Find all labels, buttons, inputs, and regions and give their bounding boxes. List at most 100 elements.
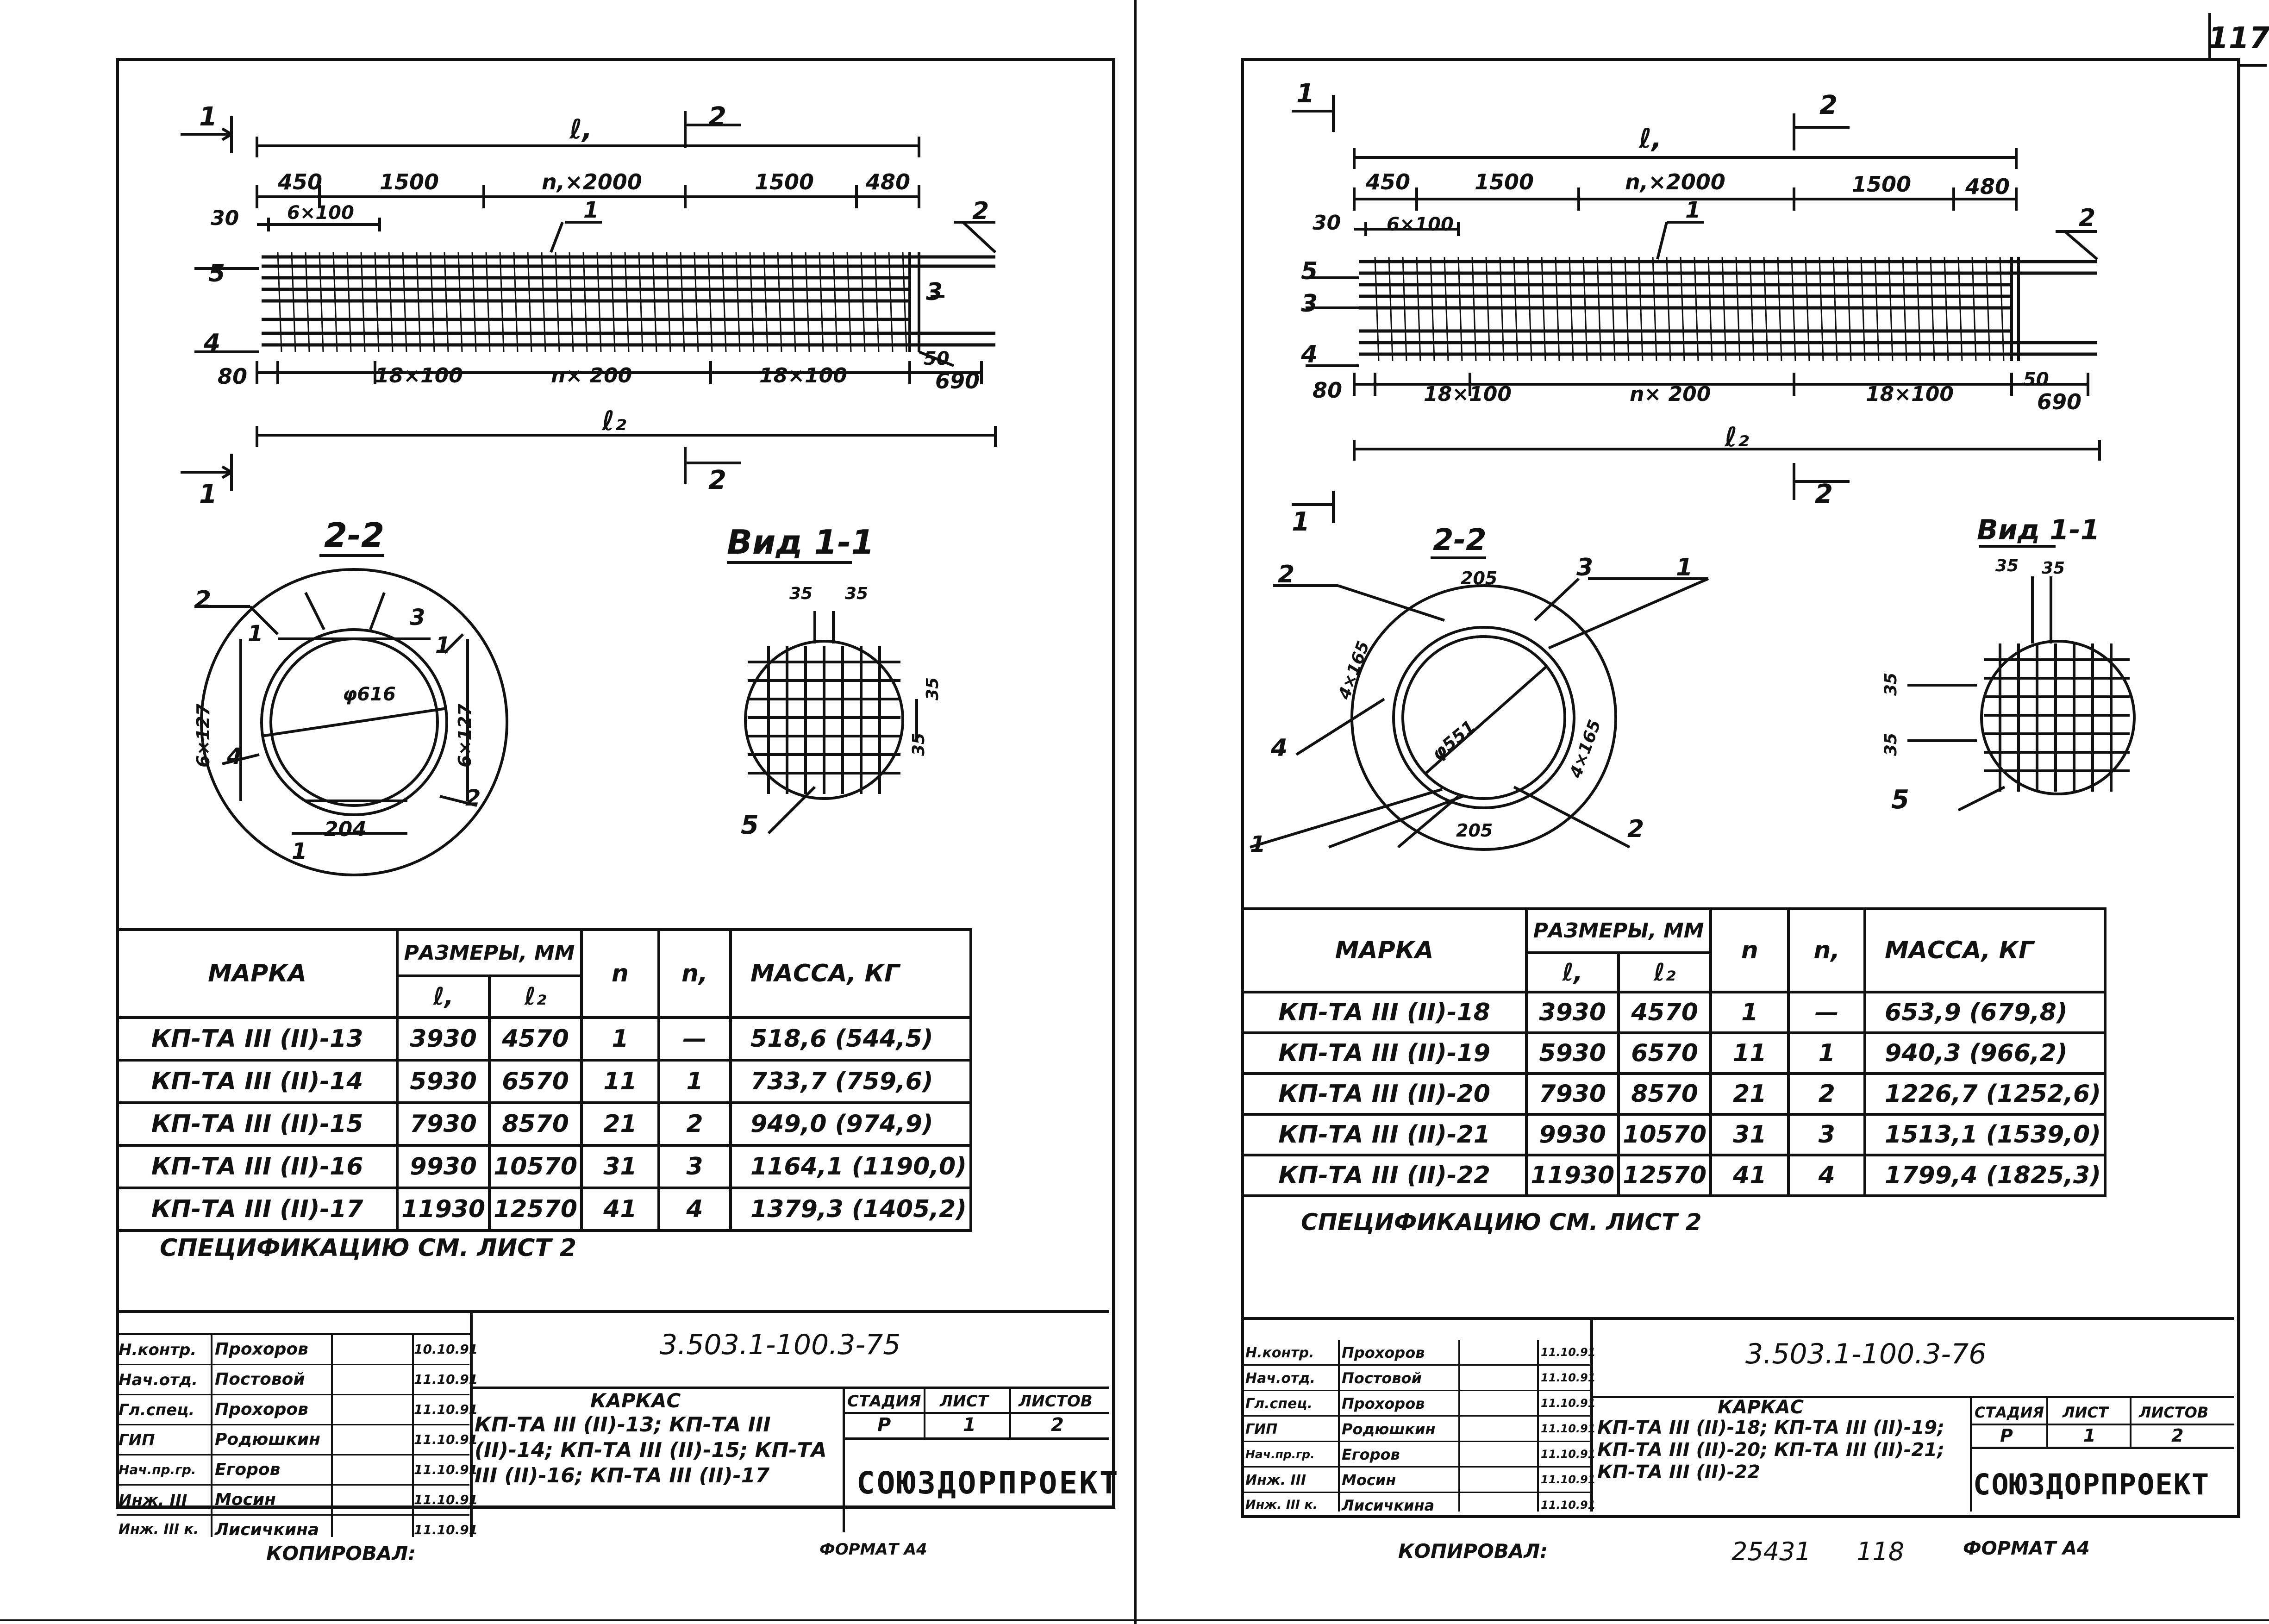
cut-label-2: 2 bbox=[1819, 90, 1838, 120]
section-title: 2-2 bbox=[324, 516, 385, 555]
tb-person-row: Гл.спец. Прохоров 11.10.91 bbox=[1244, 1391, 1595, 1417]
cell-mass: 949,0 (974,9) bbox=[729, 1101, 972, 1147]
th-mass: МАССА, КГ bbox=[729, 928, 972, 1019]
tb-top-line bbox=[1241, 1317, 2234, 1320]
dim-6x100: 6×100 bbox=[287, 202, 354, 224]
format-label-right: ФОРМАТ А4 bbox=[1963, 1538, 2090, 1559]
format-label-left: ФОРМАТ А4 bbox=[819, 1540, 927, 1559]
th-marka: МАРКА bbox=[1240, 907, 1528, 993]
cell-n: 1 bbox=[1709, 991, 1790, 1034]
cell-n1: 2 bbox=[657, 1101, 732, 1147]
tb-line bbox=[1970, 1424, 2234, 1425]
cell-mass: 653,9 (679,8) bbox=[1863, 991, 2106, 1034]
tb-role: Нач.пр.гр. bbox=[1245, 1448, 1315, 1461]
section-pos-3: 3 bbox=[410, 605, 425, 631]
tb-col bbox=[1338, 1340, 1340, 1512]
table-row: КП-ТА III (II)-17 11930 12570 41 4 1379,… bbox=[115, 1187, 972, 1232]
tb-col bbox=[1458, 1340, 1460, 1512]
dim-6x100: 6×100 bbox=[1387, 214, 1454, 235]
cell-n1: 3 bbox=[1787, 1113, 1867, 1156]
dim-line bbox=[256, 426, 997, 447]
dim-50: 50 bbox=[924, 348, 950, 369]
dim-30: 30 bbox=[1313, 211, 1341, 235]
tb-stage: Р bbox=[877, 1414, 891, 1436]
dim-l2: ℓ₂ bbox=[1725, 421, 1749, 453]
cell-l1: 9930 bbox=[396, 1144, 491, 1189]
dim-450: 450 bbox=[1366, 169, 1411, 194]
cell-l1: 9930 bbox=[1525, 1113, 1620, 1156]
section-pos-2b: 2 bbox=[465, 785, 481, 811]
cell-marka: КП-ТА III (II)-13 bbox=[115, 1016, 399, 1062]
cell-l2: 8570 bbox=[488, 1101, 583, 1147]
section-dim-204: 204 bbox=[324, 818, 367, 841]
tb-person-row: ГИП Родюшкин 11.10.91 bbox=[1244, 1417, 1595, 1442]
tb-date: 11.10.91 bbox=[414, 1432, 478, 1447]
tb-name: Мосин bbox=[1342, 1471, 1396, 1489]
dim-18x100-b: 18×100 bbox=[759, 364, 847, 387]
tb-stage-h: СТАДИЯ bbox=[847, 1392, 921, 1411]
tb-people-right: Н.контр. Прохоров 11.10.91 Нач.отд. Пост… bbox=[1244, 1340, 1595, 1517]
tb-role: ГИП bbox=[1245, 1421, 1278, 1437]
cell-mass: 1164,1 (1190,0) bbox=[729, 1144, 972, 1189]
cut-label-1: 1 bbox=[1296, 79, 1314, 109]
doc-code-left: 3.503.1-100.3-75 bbox=[660, 1329, 901, 1361]
fold-line bbox=[1134, 0, 1137, 1624]
cell-n: 1 bbox=[580, 1016, 660, 1062]
cell-mass: 1799,4 (1825,3) bbox=[1863, 1154, 2106, 1197]
cell-n1: 3 bbox=[657, 1144, 732, 1189]
pos-2: 2 bbox=[2079, 204, 2096, 232]
dim-nx200: n× 200 bbox=[551, 364, 632, 387]
pos-4: 4 bbox=[1301, 341, 1318, 369]
tb-role: Н.контр. bbox=[1245, 1345, 1314, 1361]
dim-690: 690 bbox=[935, 369, 980, 394]
cell-marka: КП-ТА III (II)-22 bbox=[1240, 1154, 1528, 1197]
tb-date: 11.10.91 bbox=[1541, 1346, 1596, 1359]
tb-col bbox=[412, 1333, 414, 1537]
tb-name: Егоров bbox=[215, 1460, 281, 1479]
dim-nx2000: n,×2000 bbox=[1625, 169, 1725, 194]
th-mass: МАССА, КГ bbox=[1863, 907, 2106, 993]
tb-line bbox=[843, 1412, 1109, 1414]
tb-date: 11.10.91 bbox=[414, 1522, 478, 1537]
org-name-right: СОЮЗДОРПРОЕКТ bbox=[1973, 1468, 2210, 1501]
tb-role: Нач.пр.гр. bbox=[119, 1462, 196, 1477]
tb-date: 11.10.91 bbox=[1541, 1371, 1596, 1384]
doc-code-right: 3.503.1-100.3-76 bbox=[1745, 1338, 1987, 1370]
table-row: КП-ТА III (II)-18 3930 4570 1 — 653,9 (6… bbox=[1240, 991, 2106, 1034]
tb-person-row: ГИП Родюшкин 11.10.91 bbox=[117, 1425, 478, 1455]
tb-person-row: Нач.пр.гр. Егоров 11.10.91 bbox=[1244, 1442, 1595, 1468]
tb-sheets: 2 bbox=[2171, 1425, 2184, 1446]
tb-divider bbox=[470, 1310, 473, 1537]
tb-row-line bbox=[116, 1333, 472, 1335]
dim-l1: ℓ, bbox=[569, 113, 593, 145]
tb-sheet: 1 bbox=[963, 1414, 976, 1436]
page-number: 117 bbox=[2208, 21, 2269, 56]
cut-label-2: 2 bbox=[708, 102, 726, 132]
table-row: КП-ТА III (II)-20 7930 8570 21 2 1226,7 … bbox=[1240, 1072, 2106, 1116]
cell-marka: КП-ТА III (II)-17 bbox=[115, 1187, 399, 1232]
tb-date: 11.10.91 bbox=[414, 1402, 478, 1417]
pos-1: 1 bbox=[1685, 197, 1701, 223]
tb-line bbox=[1593, 1396, 2234, 1398]
section-pos-2b: 2 bbox=[1627, 815, 1644, 843]
tb-name: Родюшкин bbox=[1342, 1420, 1436, 1438]
cell-n1: 4 bbox=[1787, 1154, 1867, 1197]
tb-role: Инж. III к. bbox=[119, 1521, 199, 1537]
tb-role: Н.контр. bbox=[119, 1341, 197, 1359]
tb-date: 11.10.91 bbox=[414, 1372, 478, 1387]
section-pos-1c: 1 bbox=[292, 838, 307, 864]
tb-name: Егоров bbox=[1342, 1446, 1400, 1463]
section-dim-205-top: 205 bbox=[1461, 568, 1498, 588]
cell-l2: 12570 bbox=[1617, 1154, 1713, 1197]
tb-col bbox=[843, 1387, 845, 1532]
extra-number-2: 118 bbox=[1856, 1537, 1905, 1566]
view-pos-5: 5 bbox=[1891, 785, 1909, 815]
tb-date: 11.10.91 bbox=[1541, 1422, 1596, 1435]
view-dim-35-d: 35 bbox=[1881, 732, 1901, 756]
cut-label-1-bottom: 1 bbox=[199, 479, 217, 509]
dim-50: 50 bbox=[2023, 369, 2049, 390]
cell-mass: 733,7 (759,6) bbox=[729, 1059, 972, 1104]
th-n: n bbox=[580, 928, 660, 1019]
cell-l2: 12570 bbox=[488, 1187, 583, 1232]
tb-date: 11.10.91 bbox=[1541, 1473, 1596, 1486]
